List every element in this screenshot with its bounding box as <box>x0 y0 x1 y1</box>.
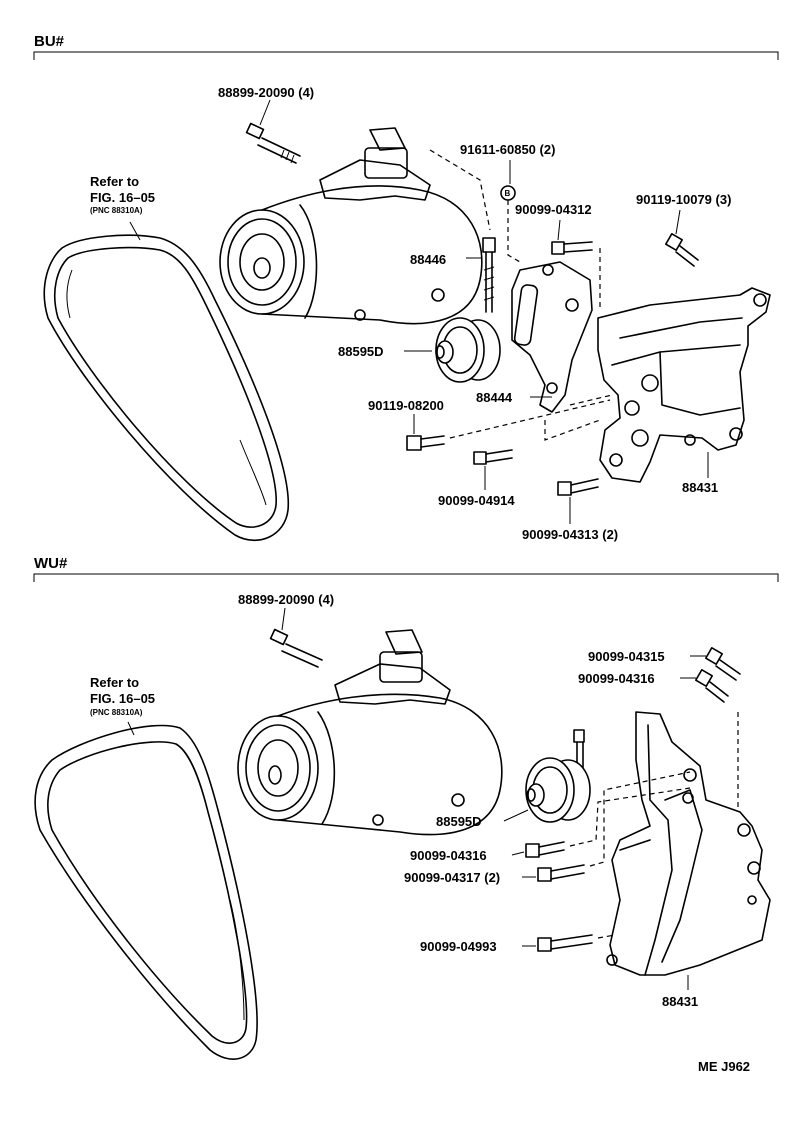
bolt-04312 <box>551 219 593 255</box>
bolt-10079 <box>665 209 699 267</box>
footer-code: ME J962 <box>698 1059 750 1074</box>
bolt-04315 <box>705 647 741 681</box>
refer-line3-bu: (PNC 88310A) <box>90 206 143 215</box>
label-bolt-04317: 90099-04317 (2) <box>404 870 500 885</box>
refer-line1-wu: Refer to <box>90 675 139 690</box>
stud-88446 <box>466 237 496 313</box>
refer-line3-wu: (PNC 88310A) <box>90 708 143 717</box>
bolt-compressor-wu <box>269 607 323 668</box>
label-bolt-04312: 90099-04312 <box>515 202 592 217</box>
label-stud-bolt-bu: 91611-60850 (2) <box>460 142 555 157</box>
section-title-wu: WU# <box>34 555 68 572</box>
bracket-88431-bu <box>597 287 771 483</box>
label-bolt-04315: 90099-04315 <box>588 649 665 664</box>
ac-compressor-wu <box>237 629 503 836</box>
label-bolt-compressor-bu: 88899-20090 (4) <box>218 85 314 100</box>
label-bracket-88431-bu: 88431 <box>682 480 718 495</box>
label-bolt-04993: 90099-04993 <box>420 939 497 954</box>
label-bracket-88444: 88444 <box>476 390 513 405</box>
bolt-04993 <box>537 934 593 952</box>
bolt-04316 <box>525 841 565 858</box>
refer-note-bu: Refer to FIG. 16–05 (PNC 88310A) <box>90 174 155 241</box>
refer-line1-bu: Refer to <box>90 174 139 189</box>
label-88446: 88446 <box>410 252 446 267</box>
circle-mark-b: B <box>500 185 516 201</box>
bolt-04914 <box>473 449 513 490</box>
label-bolt-08200: 90119-08200 <box>368 398 444 413</box>
idler-pulley-bu <box>435 317 501 383</box>
v-belt-wu <box>34 724 258 1060</box>
ac-compressor-bu <box>219 127 491 325</box>
label-bolt-04316: 90099-04316 <box>410 848 487 863</box>
label-bolt-10079: 90119-10079 (3) <box>636 192 731 207</box>
svg-text:B: B <box>505 189 511 198</box>
section-bracket-wu <box>33 573 779 582</box>
refer-note-wu: Refer to FIG. 16–05 (PNC 88310A) <box>90 675 155 736</box>
label-bolt-04914: 90099-04914 <box>438 493 515 508</box>
label-bolt-04316-top: 90099-04316 <box>578 671 655 686</box>
label-bolt-compressor-wu: 88899-20090 (4) <box>238 592 334 607</box>
bracket-88444 <box>511 261 593 413</box>
label-bracket-88431-wu: 88431 <box>662 994 698 1009</box>
v-belt-bu <box>43 234 290 542</box>
refer-line2-bu: FIG. 16–05 <box>90 190 155 205</box>
section-bracket-bu <box>33 51 779 60</box>
refer-line2-wu: FIG. 16–05 <box>90 691 155 706</box>
label-idler-pulley-wu: 88595D <box>436 814 482 829</box>
bolt-compressor-bu <box>245 99 301 164</box>
bolt-08200 <box>406 414 445 451</box>
bolt-04316-top <box>695 669 729 703</box>
section-title-bu: BU# <box>34 33 65 50</box>
bolt-04317 <box>537 864 585 882</box>
label-bolt-04313: 90099-04313 (2) <box>522 527 618 542</box>
idler-pulley-wu <box>525 729 591 823</box>
bracket-88431-wu <box>606 711 771 976</box>
bolt-04313 <box>557 478 599 524</box>
label-idler-pulley-bu: 88595D <box>338 344 384 359</box>
